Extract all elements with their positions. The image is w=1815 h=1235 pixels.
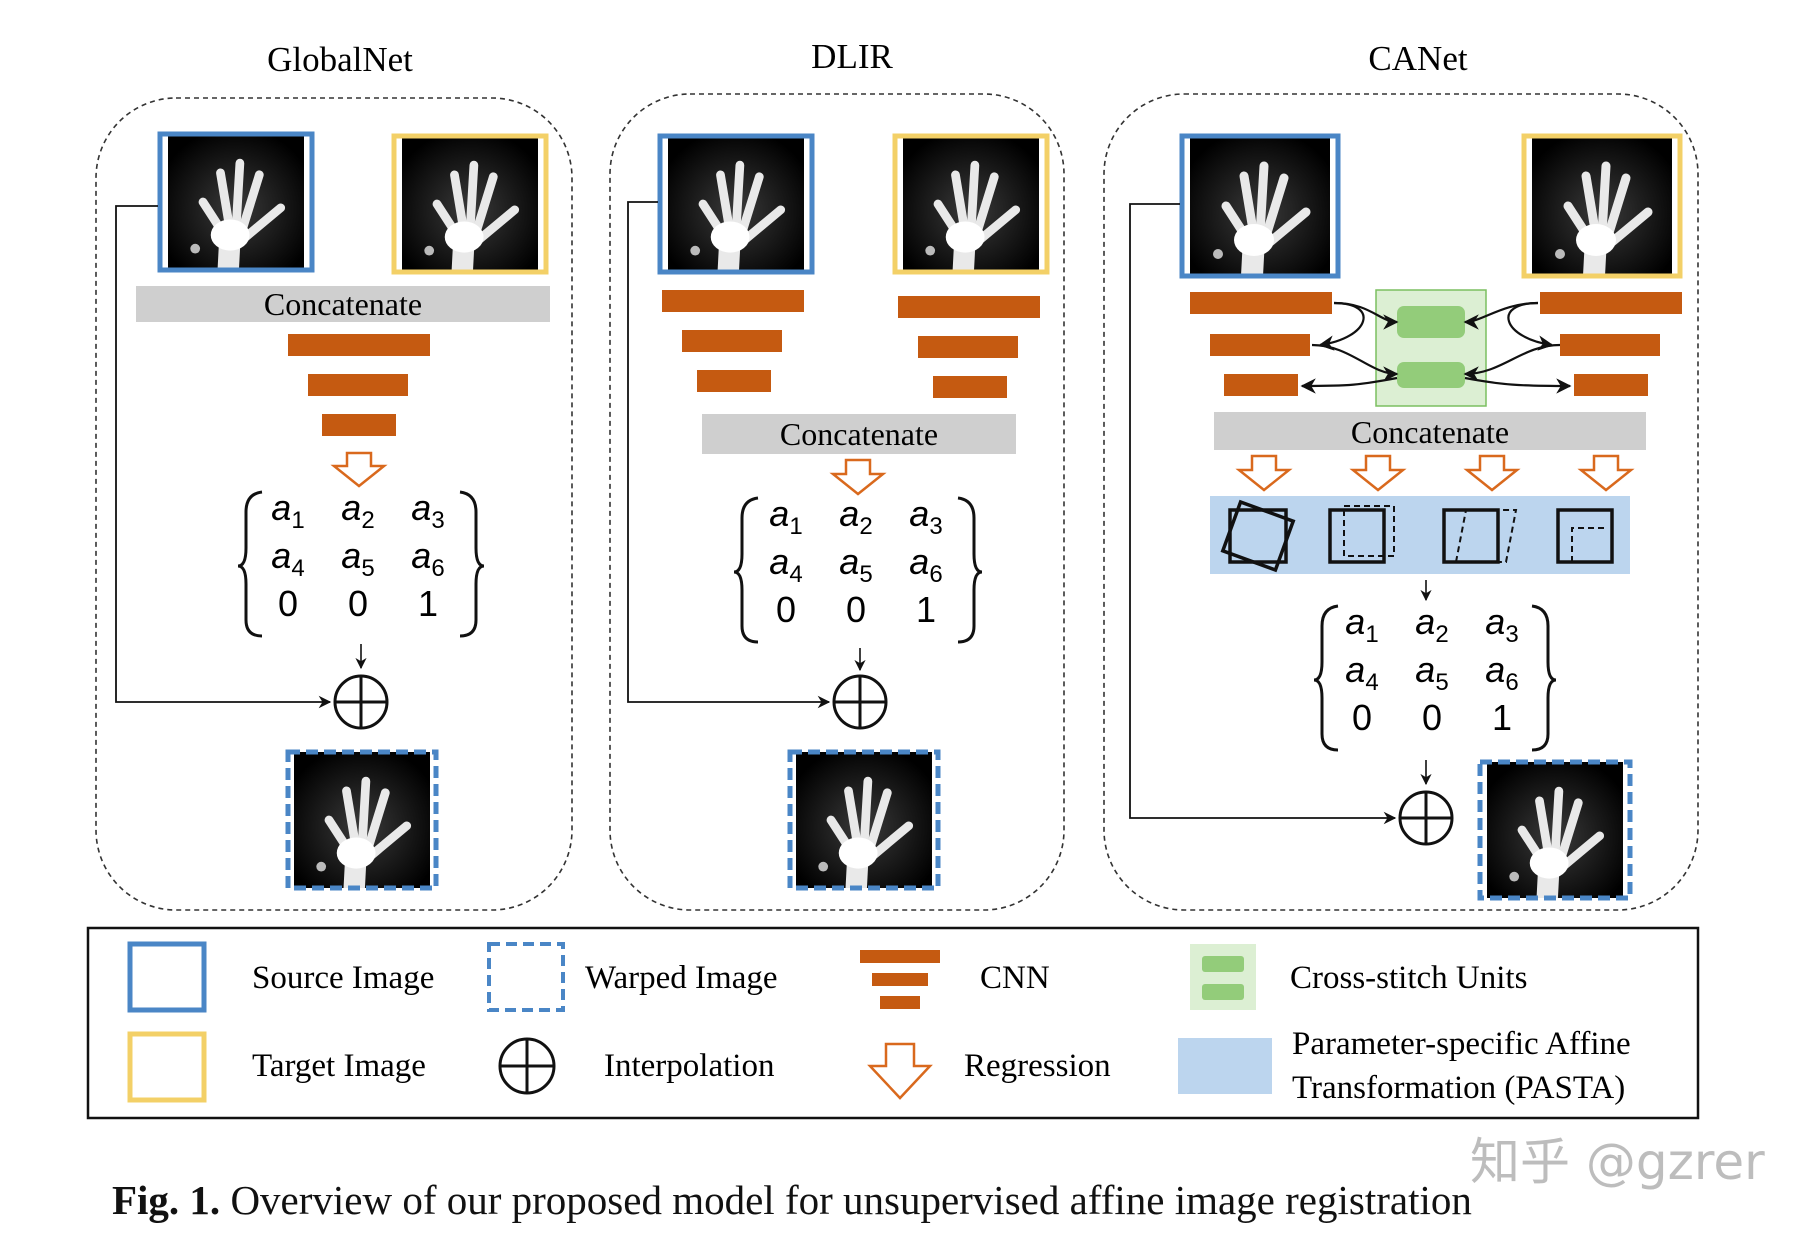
- regression-arrow-icon: [330, 451, 388, 488]
- legend-pasta-swatch: [1178, 1038, 1272, 1094]
- cross-stitch-arrows: [1300, 301, 1572, 394]
- cnn-block-source: [662, 290, 804, 392]
- target-image: [903, 136, 1039, 272]
- legend-source-label: Source Image: [252, 960, 434, 996]
- matrix-cell: a2: [341, 487, 374, 534]
- legend-crossstitch-label: Cross-stitch Units: [1290, 960, 1527, 996]
- matrix-cell: a2: [1415, 601, 1448, 648]
- panel-border-dlir: [609, 93, 1065, 911]
- legend-cnn-icon: [860, 950, 940, 1009]
- legend: Source Image Warped Image CNN Cross-stit…: [86, 926, 1700, 1120]
- matrix-cell: a6: [909, 541, 942, 588]
- regression-arrow-icon: [829, 458, 887, 496]
- warped-image: [1487, 762, 1623, 898]
- matrix-cell: 0: [1352, 697, 1372, 738]
- affine-matrix: a1 a2 a3 a4 a5 a6 0 0 1: [1313, 601, 1557, 752]
- rotation-icon: [1220, 499, 1296, 573]
- legend-crossstitch-icon: [1190, 944, 1256, 1010]
- legend-interpolation-label: Interpolation: [604, 1048, 774, 1084]
- panel-canet: Concatenate a1 a2 a3 a4 a5 a6 0 0 1: [1129, 133, 1683, 901]
- matrix-cell: a6: [1485, 649, 1518, 696]
- concatenate-label: Concatenate: [1351, 414, 1509, 450]
- panel-dlir: Concatenate a1 a2 a3 a4 a5 a6 0 0 1: [627, 133, 1050, 891]
- source-image: [668, 136, 804, 272]
- target-image: [1532, 136, 1672, 276]
- source-image: [168, 134, 304, 270]
- matrix-cell: a1: [769, 493, 802, 540]
- cnn-block-source: [1190, 292, 1332, 396]
- matrix-cell: a3: [411, 487, 444, 534]
- matrix-cell: 1: [418, 583, 438, 624]
- legend-interpolation-icon: [498, 1037, 556, 1095]
- legend-regression-icon: [867, 1042, 933, 1100]
- concatenate-bar: [136, 286, 550, 322]
- shear-icon: [1442, 508, 1518, 564]
- legend-target-label: Target Image: [252, 1048, 426, 1084]
- caption-label: Fig. 1.: [112, 1177, 221, 1223]
- cnn-block-target: [1540, 292, 1682, 396]
- matrix-cell: 1: [916, 589, 936, 630]
- matrix-cell: 0: [348, 583, 368, 624]
- matrix-cell: a5: [341, 535, 374, 582]
- affine-matrix: a1 a2 a3 a4 a5 a6 0 0 1: [237, 487, 485, 638]
- interpolation-icon: [832, 674, 888, 730]
- source-image: [1190, 136, 1330, 276]
- regression-arrows: [1235, 454, 1635, 492]
- matrix-cell: a5: [1415, 649, 1448, 696]
- scaling-icon: [1328, 505, 1395, 564]
- interpolation-icon: [1398, 790, 1454, 846]
- panel-title-dlir: DLIR: [811, 37, 893, 76]
- concatenate-bar: [1214, 412, 1646, 450]
- cnn-block-target: [898, 296, 1040, 398]
- panel-globalnet: Concatenate a1 a2 a3 a4 a5 a6 0 0 1: [115, 131, 550, 891]
- target-image: [402, 136, 538, 272]
- matrix-cell: a3: [1485, 601, 1518, 648]
- legend-warped-label: Warped Image: [585, 960, 778, 996]
- matrix-cell: a4: [1345, 649, 1378, 696]
- cnn-block: [288, 334, 430, 436]
- matrix-cell: a6: [411, 535, 444, 582]
- matrix-cell: 1: [1492, 697, 1512, 738]
- legend-pasta-label-1: Parameter-specific Affine: [1292, 1026, 1631, 1062]
- legend-regression-label: Regression: [964, 1048, 1111, 1084]
- cross-stitch-units: [1375, 289, 1487, 407]
- legend-pasta-label-2: Transformation (PASTA): [1292, 1070, 1625, 1106]
- concatenate-label: Concatenate: [780, 416, 938, 452]
- concatenate-label: Concatenate: [264, 286, 422, 322]
- matrix-cell: a4: [271, 535, 304, 582]
- figure-caption: Fig. 1. Overview of our proposed model f…: [112, 1176, 1472, 1224]
- matrix-cell: a5: [839, 541, 872, 588]
- panel-title-canet: CANet: [1368, 39, 1467, 78]
- matrix-cell: 0: [278, 583, 298, 624]
- legend-source-swatch: [127, 941, 207, 1013]
- legend-warped-swatch: [487, 942, 565, 1012]
- matrix-cell: a1: [271, 487, 304, 534]
- interpolation-icon: [333, 674, 389, 730]
- matrix-cell: a3: [909, 493, 942, 540]
- caption-text: Overview of our proposed model for unsup…: [230, 1177, 1472, 1223]
- legend-target-swatch: [127, 1031, 207, 1103]
- warped-image: [796, 752, 932, 888]
- watermark: 知乎 @gzrer: [1470, 1133, 1765, 1191]
- panel-title-globalnet: GlobalNet: [267, 40, 413, 79]
- translation-icon: [1556, 508, 1614, 564]
- concatenate-bar: [702, 414, 1016, 454]
- matrix-cell: a1: [1345, 601, 1378, 648]
- warped-image: [294, 752, 430, 888]
- panel-border-globalnet: [95, 97, 573, 911]
- matrix-cell: a2: [839, 493, 872, 540]
- matrix-cell: a4: [769, 541, 802, 588]
- matrix-cell: 0: [1422, 697, 1442, 738]
- affine-matrix: a1 a2 a3 a4 a5 a6 0 0 1: [733, 493, 983, 644]
- legend-cnn-label: CNN: [980, 960, 1050, 996]
- matrix-cell: 0: [846, 589, 866, 630]
- matrix-cell: 0: [776, 589, 796, 630]
- panel-border-canet: [1103, 93, 1699, 911]
